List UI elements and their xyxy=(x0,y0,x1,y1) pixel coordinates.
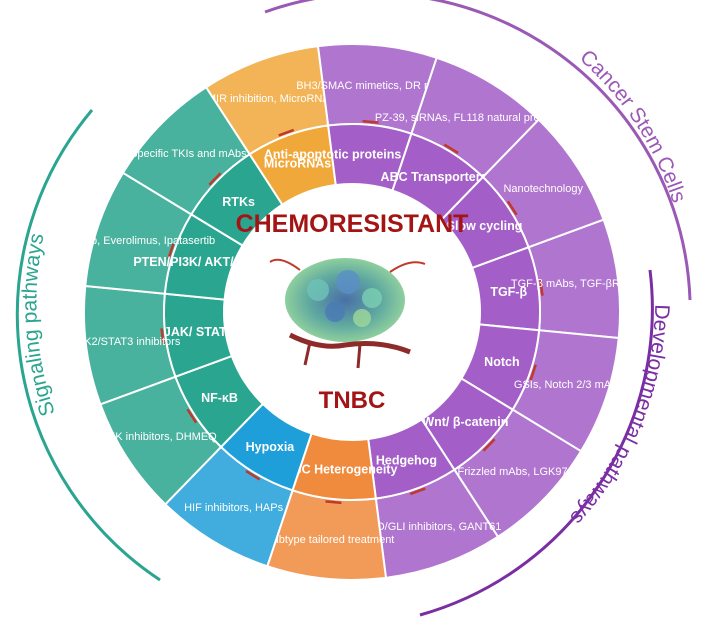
inner-label-hypoxia: Hypoxia xyxy=(246,440,296,454)
ring-segments: MicroRNAs OncoMIR inhibition, MicroRNA mi… xyxy=(56,43,646,581)
inner-label-notch: Notch xyxy=(484,355,519,369)
inner-label-micrornas: MicroRNAs xyxy=(264,157,331,171)
center-subtitle: TNBC xyxy=(319,387,386,414)
inhibition-mark-hedgehog xyxy=(409,487,426,496)
stem-band-title-text: Cancer Stem Cells xyxy=(575,46,690,206)
segment-rtks: RTKs Specific TKIs and mAbs xyxy=(121,85,287,249)
outer-label-micrornas: OncoMIR inhibition, MicroRNA mimics xyxy=(181,93,367,105)
inhibition-mark-notch xyxy=(529,364,537,381)
inhibition-mark-pten xyxy=(167,243,175,260)
outer-label-jak: JAK2/STAT3 inhibitors xyxy=(71,336,181,348)
inner-label-rtks: RTKs xyxy=(222,195,255,209)
stem-band-title: Cancer Stem Cells xyxy=(575,46,690,206)
signaling-band-title: Signaling pathways xyxy=(18,231,59,419)
inhibition-mark-antiapoptotic xyxy=(362,119,379,124)
segment-abc: ABC Transporters PZ-39, siRNAs, FL118 nat… xyxy=(375,56,567,234)
outer-label-rtks: Specific TKIs and mAbs xyxy=(130,148,247,160)
developmental-band-arc xyxy=(419,269,654,617)
segment-nfkb: NF-κB IKK inhibitors, DHMEQ xyxy=(99,354,275,506)
inner-label-slow: Slow cycling xyxy=(447,219,523,233)
outer-label-notch: GSIs, Notch 2/3 mAbs xyxy=(514,379,623,391)
inhibition-mark-slow xyxy=(506,200,518,216)
center-group: CHEMORESISTANT TNBC xyxy=(227,187,477,437)
outer-label-pten: Alpelisib, Everolimus, Ipatasertib xyxy=(56,235,215,247)
inner-label-hedgehog: Hedgehog xyxy=(376,453,437,467)
signaling-band-arc xyxy=(15,109,161,582)
pathway-bands xyxy=(15,0,692,617)
tumor-illustration xyxy=(269,258,426,369)
outer-label-slow: Nanotechnology xyxy=(503,183,583,195)
stem-band-arc xyxy=(264,0,692,301)
center-title: CHEMORESISTANT xyxy=(236,210,469,238)
inner-label-heterogeneity: TNBC Heterogeneity xyxy=(276,462,398,476)
inhibition-mark-tgfb xyxy=(539,279,544,296)
outer-label-nfkb: IKK inhibitors, DHMEQ xyxy=(105,431,217,443)
inner-label-tgfb: TGF-β xyxy=(490,285,527,299)
inhibition-mark-hypoxia xyxy=(245,470,261,481)
inhibition-mark-heterogeneity xyxy=(325,500,342,505)
inner-label-abc: ABC Transporters xyxy=(381,170,488,184)
inhibition-mark-abc xyxy=(443,143,459,154)
outer-label-antiapoptotic: BH3/SMAC mimetics, DR mAbs xyxy=(296,80,452,92)
inner-label-jak: JAK/ STAT xyxy=(164,325,227,339)
inhibition-mark-wnt xyxy=(482,438,496,452)
outer-label-tgfb: TGF-β mAbs, TGF-βR TKIs xyxy=(511,278,646,290)
outer-label-heterogeneity: Subtype tailored treatment xyxy=(265,534,394,546)
outer-label-hypoxia: HIF inhibitors, HAPs xyxy=(184,502,284,514)
outer-label-hedgehog: SMO/GLI inhibitors, GANT61 xyxy=(360,521,502,533)
inner-label-wnt: Wnt/ β-catenin xyxy=(422,415,508,429)
inner-label-nfkb: NF-κB xyxy=(201,391,238,405)
segment-micrornas: MicroRNAs OncoMIR inhibition, MicroRNA mi… xyxy=(181,45,367,225)
outer-label-wnt: Frizzled mAbs, LGK974 xyxy=(458,466,574,478)
inhibition-mark-micrornas xyxy=(278,128,295,137)
signaling-band-title-text: Signaling pathways xyxy=(18,231,59,419)
inhibition-mark-nfkb xyxy=(186,408,198,424)
inner-cell-rtks xyxy=(189,152,284,247)
outer-label-abc: PZ-39, siRNAs, FL118 natural products xyxy=(375,112,567,124)
inhibition-mark-rtks xyxy=(208,172,222,186)
inhibition-mark-jak xyxy=(160,328,165,345)
